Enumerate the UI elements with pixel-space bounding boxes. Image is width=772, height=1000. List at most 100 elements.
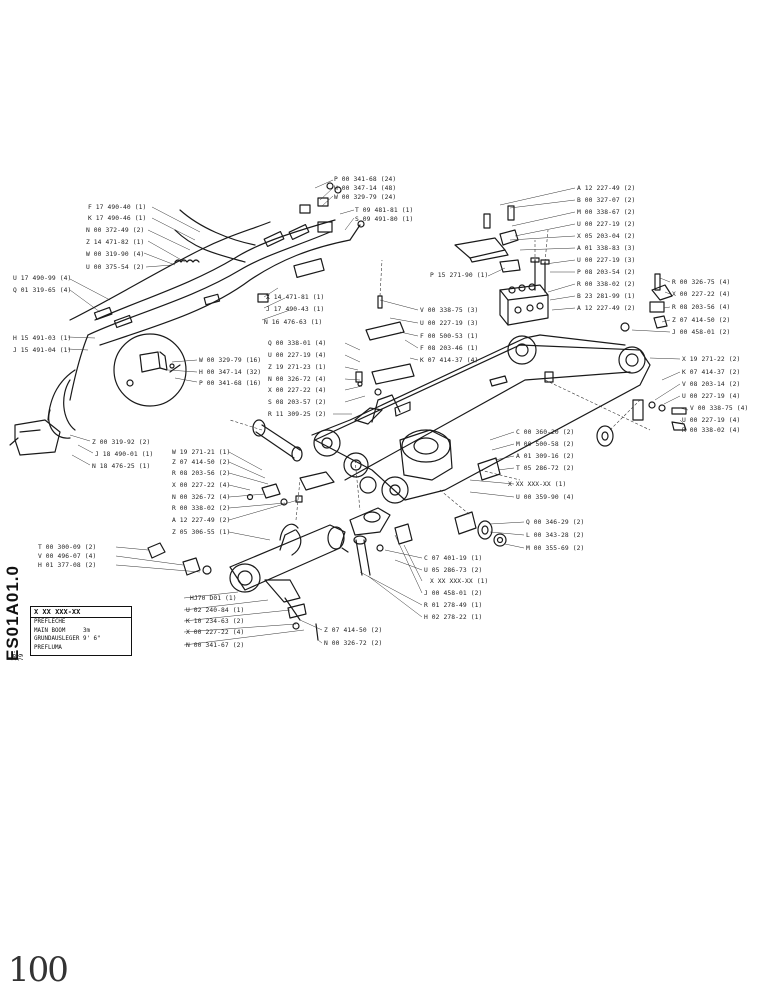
foot-pin [252,419,303,462]
part-label: A 12 227-49 (2) [577,185,636,192]
part-label: U 00 227-19 (3) [420,320,479,327]
title-row: PREFLECHE [34,619,66,625]
part-label: S 08 203-57 (2) [268,399,327,406]
part-label: J 15 491-04 (1) [13,347,72,354]
part-label: S 09 491-80 (1) [355,216,414,223]
part-label: Z 07 414-50 (2) [324,627,383,634]
part-label: L 00 343-28 (2) [526,532,585,539]
part-label: H 00 347-14 (32) [199,369,262,376]
part-label: Z 07 414-50 (2) [172,459,231,466]
part-label: M 00 355-69 (2) [526,545,585,552]
part-label: V 08 203-14 (2) [682,381,741,388]
part-label: J 17 490-43 (1) [266,306,325,313]
part-label: X 05 203-04 (2) [577,233,636,240]
part-label: N 00 341-67 (2) [186,642,245,649]
part-label: V 00 338-75 (4) [690,405,749,412]
part-label: Z 05 306-55 (1) [172,529,231,536]
part-label: B 00 327-07 (2) [577,197,636,204]
part-label: A 01 309-16 (2) [516,453,575,460]
boom-cylinder [229,523,346,621]
hose-clamp-block [499,257,550,326]
part-label: A 01 338-83 (3) [577,245,636,252]
part-label: U 05 286-73 (2) [424,567,483,574]
part-label: R 00 338-02 (2) [577,281,636,288]
part-label: A 12 227-49 (2) [172,517,231,524]
part-label: X 00 227-22 (4) [268,387,327,394]
part-label: R 00 326-75 (4) [672,279,731,286]
part-label: N 00 326-72 (4) [268,376,327,383]
part-label: K 07 414-37 (2) [682,369,741,376]
part-label: H 15 491-03 (1) [13,335,72,342]
part-label: U 00 227-19 (3) [577,257,636,264]
part-label: X 19 271-22 (2) [682,356,741,363]
part-label: T 09 481-81 (1) [355,207,414,214]
part-label: U 00 227-19 (4) [682,393,741,400]
part-label: U 00 359-90 (4) [516,494,575,501]
part-label: K 17 490-46 (1) [88,215,147,222]
part-label: K 10 234-63 (2) [186,618,245,625]
part-label: Z 07 414-50 (2) [672,317,731,324]
part-label: X XX XXX-XX (1) [508,481,567,488]
part-label: H 02 278-22 (1) [424,614,483,621]
clamp-detail-circle [113,333,187,407]
part-label: V 00 496-07 (4) [38,553,97,560]
title-row: PREFLUMA [34,644,62,651]
part-label: J 18 490-01 (1) [95,451,154,458]
part-label: R 08 203-56 (4) [672,304,731,311]
part-label: Q 00 338-01 (4) [268,340,327,347]
part-label: N 18 476-25 (1) [92,463,151,470]
part-label: HJ70 D01 (1) [190,595,237,602]
part-label: W 00 319-90 (4) [86,251,145,258]
part-label: U 00 227-19 (4) [268,352,327,359]
part-label: H 00 347-14 (48) [334,185,397,192]
part-label: R 00 338-02 (4) [682,427,741,434]
part-label: V 00 338-75 (3) [420,307,479,314]
part-label: U 02 240-84 (1) [186,607,245,614]
part-label: F 08 203-46 (1) [420,345,479,352]
part-label: X 00 227-22 (4) [186,629,245,636]
part-label: X 00 227-22 (4) [172,482,231,489]
part-label: N 16 476-63 (1) [264,319,323,326]
part-label: W 00 329-79 (16) [199,357,262,364]
part-label: R 01 278-49 (1) [424,602,483,609]
bushing-set [454,425,614,547]
rod-clevis [341,507,413,576]
part-label: F 00 500-53 (1) [420,333,479,340]
top-bracket [454,205,521,273]
part-label: J 00 458-01 (2) [672,329,731,336]
title-block-header: X XX XXX-XX [31,607,131,618]
part-label: J 00 458-01 (2) [424,590,483,597]
part-label: A 12 227-49 (2) [577,305,636,312]
part-label: T 05 286-72 (2) [516,465,575,472]
part-label: M 00 338-67 (2) [577,209,636,216]
part-label: M 00 500-58 (2) [516,441,575,448]
part-label: P 08 203-54 (2) [577,269,636,276]
part-label: P 15 271-90 (1) [430,272,489,279]
part-label: N 00 326-72 (2) [324,640,383,647]
part-label: F 17 490-40 (1) [88,204,147,211]
part-label: U 00 227-19 (4) [682,417,741,424]
machine-stub [9,419,61,456]
part-label: U 00 375-54 (2) [86,264,145,271]
handwritten-page-number: 100 [8,950,69,990]
part-label: P 00 341-68 (24) [334,176,397,183]
cylinder-fittings [147,542,319,641]
part-label: C 07 401-19 (1) [424,555,483,562]
hydraulic-hoses [47,182,365,439]
part-label: W 00 329-79 (24) [334,194,397,201]
part-label: U 17 490-99 (4) [13,275,72,282]
part-label: X XX XXX-XX (1) [430,578,489,585]
part-label: Q 01 319-65 (4) [13,287,72,294]
part-label: Q 00 346-29 (2) [526,519,585,526]
part-label: R 11 309-25 (2) [268,411,327,418]
part-label: R 08 203-56 (2) [172,470,231,477]
part-label: Z 19 271-23 (1) [268,364,327,371]
part-label: U 00 227-19 (2) [577,221,636,228]
part-label: R 00 338-02 (2) [172,505,231,512]
part-label: K 07 414-37 (4) [420,357,479,364]
part-label: X 00 227-22 (4) [672,291,731,298]
part-label: N 00 326-72 (4) [172,494,231,501]
